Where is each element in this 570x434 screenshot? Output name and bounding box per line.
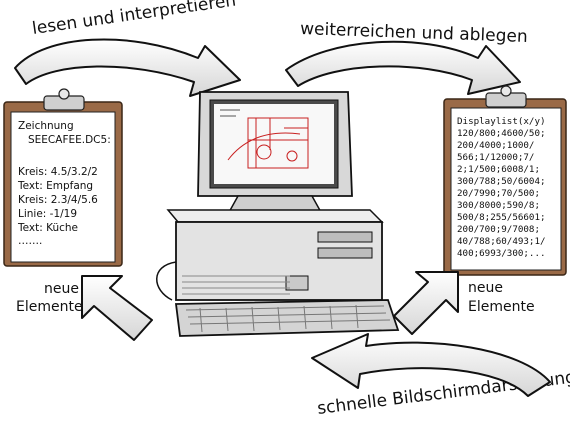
left-line: ……. xyxy=(18,235,42,247)
thick-arrow-icon xyxy=(393,271,459,335)
right-line: 400;6993/300;... xyxy=(457,248,546,259)
right-line: 500/8;255/56601; xyxy=(457,212,546,223)
left-new-label: neue xyxy=(44,281,79,297)
keyboard xyxy=(174,299,400,337)
right-line: Displaylist(x/y) xyxy=(457,116,546,127)
system-unit xyxy=(166,209,384,301)
right-new-label: neue xyxy=(468,280,503,296)
computer-icon xyxy=(156,91,400,337)
cable xyxy=(156,261,177,301)
curved-arrow-icon xyxy=(285,40,521,95)
left-line: Linie: -1/19 xyxy=(18,208,77,220)
left-line: Text: Empfang xyxy=(17,180,93,192)
right-line: 200/700;9/7008; xyxy=(457,224,540,235)
left-line: Kreis: 2.3/4/5.6 xyxy=(18,194,98,206)
right-line: 20/7990;70/500; xyxy=(457,188,540,199)
left-elements-label: Elemente xyxy=(16,299,83,315)
thick-arrow-icon xyxy=(81,275,153,341)
right-clipboard-text: Displaylist(x/y) 120/800;4600/50; 200/40… xyxy=(457,116,546,259)
left-line: SEECAFEE.DC5: xyxy=(28,134,111,146)
right-line: 2;1/500;6008/1; xyxy=(457,164,540,175)
curved-arrow-icon xyxy=(14,38,241,97)
left-line: Text: Küche xyxy=(17,222,78,234)
right-elements-label: Elemente xyxy=(468,299,535,315)
curved-arrow-icon xyxy=(311,333,551,397)
left-line: Zeichnung xyxy=(18,120,74,132)
right-line: 120/800;4600/50; xyxy=(457,128,546,139)
right-line: 300/788;50/6004; xyxy=(457,176,546,187)
left-line: Kreis: 4.5/3.2/2 xyxy=(18,166,98,178)
clipboard-icon xyxy=(3,88,123,267)
caption-read-interpret: lesen und interpretieren xyxy=(31,0,237,39)
monitor xyxy=(197,91,353,215)
right-line: 40/788;60/493;1/ xyxy=(457,236,546,247)
right-line: 566;1/12000;7/ xyxy=(457,152,534,163)
clipboard-icon xyxy=(443,85,567,276)
cad-drawing xyxy=(220,109,309,169)
left-clipboard-text: Zeichnung SEECAFEE.DC5: Kreis: 4.5/3.2/2… xyxy=(17,120,111,247)
right-line: 300/8000;590/8; xyxy=(457,200,540,211)
right-line: 200/4000;1000/ xyxy=(457,140,534,151)
